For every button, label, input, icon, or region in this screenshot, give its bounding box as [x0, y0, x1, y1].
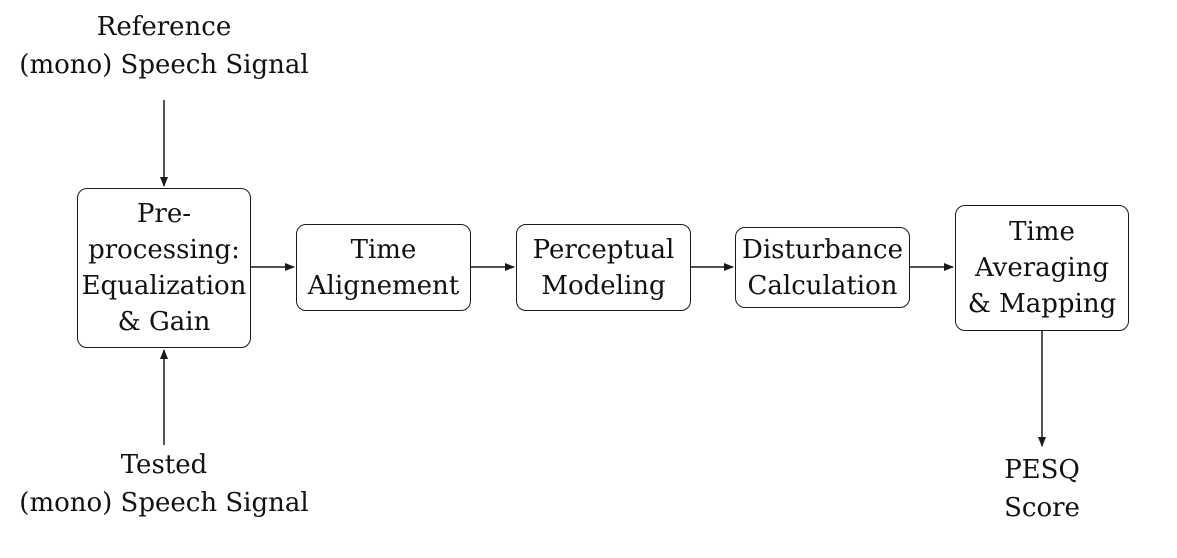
preprocessing-stage: Pre- processing: Equalization & Gain	[77, 188, 251, 348]
tested-signal-line-1: Tested	[120, 450, 208, 480]
time-averaging-line-3: & Mapping	[967, 289, 1117, 319]
disturbance-calculation-line-2: Calculation	[747, 270, 898, 301]
perceptual-modeling-stage: Perceptual Modeling	[516, 224, 691, 311]
perceptual-modeling-line-2: Modeling	[541, 270, 666, 301]
reference-signal-line-1: Reference	[96, 12, 232, 42]
time-averaging-line-2: Averaging	[974, 253, 1110, 283]
preprocessing-line-3: Equalization	[81, 271, 247, 301]
pesq-score-label: PESQ Score	[972, 451, 1112, 527]
preprocessing-line-2: processing:	[88, 235, 240, 265]
disturbance-calculation-line-1: Disturbance	[742, 234, 903, 265]
tested-signal-label: Tested (mono) Speech Signal	[14, 446, 314, 522]
time-alignement-stage: Time Alignement	[296, 224, 471, 311]
perceptual-modeling-line-1: Perceptual	[532, 234, 675, 265]
disturbance-calculation-stage: Disturbance Calculation	[735, 227, 910, 308]
reference-signal-line-2: (mono) Speech Signal	[19, 50, 309, 80]
tested-signal-line-2: (mono) Speech Signal	[19, 488, 309, 518]
time-alignement-line-1: Time	[350, 234, 417, 265]
time-averaging-mapping-stage: Time Averaging & Mapping	[955, 205, 1129, 331]
pesq-score-line-2: Score	[1004, 493, 1080, 523]
time-averaging-line-1: Time	[1009, 217, 1075, 247]
preprocessing-line-1: Pre-	[136, 199, 192, 229]
preprocessing-line-4: & Gain	[117, 307, 211, 337]
time-alignement-line-2: Alignement	[307, 270, 460, 301]
reference-signal-label: Reference (mono) Speech Signal	[14, 8, 314, 84]
pesq-score-line-1: PESQ	[1004, 455, 1080, 485]
